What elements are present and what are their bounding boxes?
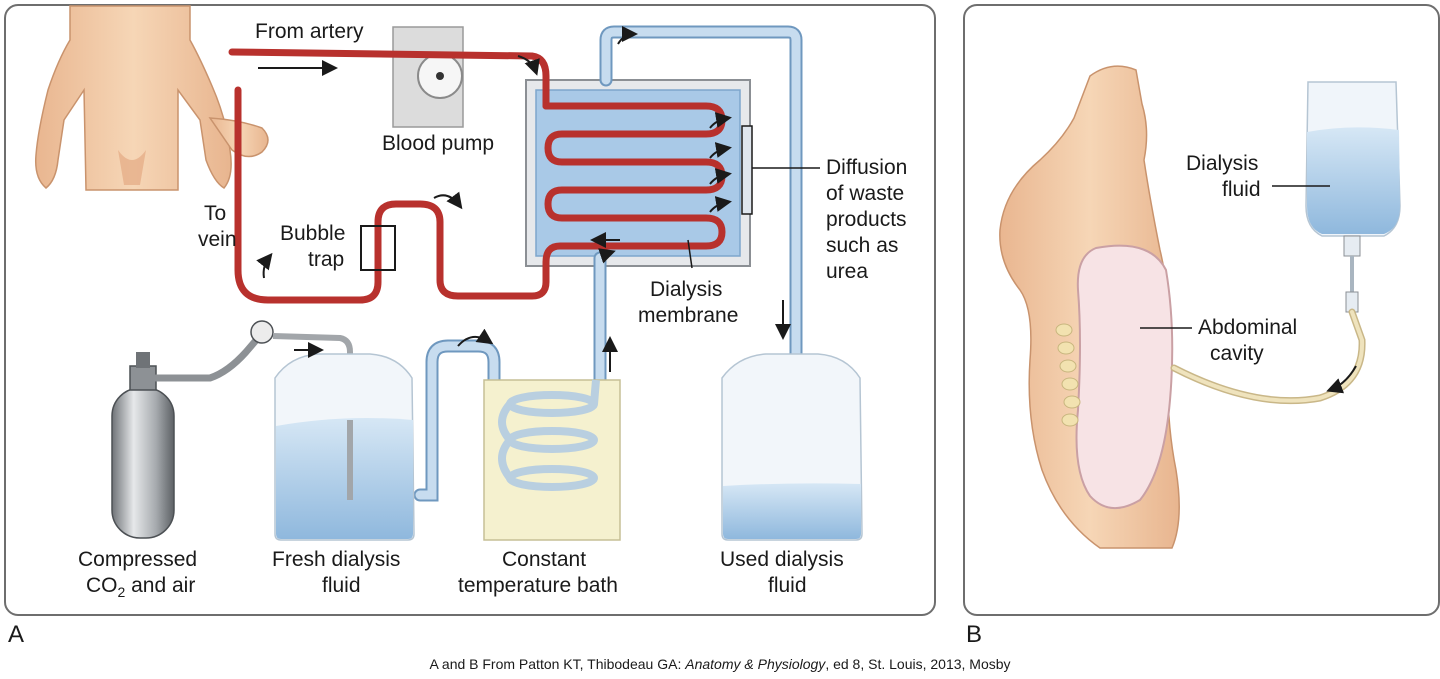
patient-figure (34, 5, 269, 191)
dialysis-membrane (687, 125, 820, 269)
used-fluid-jug (721, 353, 863, 541)
label-dialysis-fluid-1: Dialysis (1186, 152, 1258, 175)
blood-tubing (228, 48, 726, 304)
label-bubble-trap-1: Bubble (280, 222, 345, 245)
bubble-trap (360, 225, 396, 271)
label-abdominal-1: Abdominal (1198, 316, 1297, 339)
label-diffusion-3: products (826, 208, 907, 231)
torso-figure (999, 65, 1180, 549)
label-from-artery: From artery (255, 20, 364, 43)
label-to-vein-2: vein (198, 228, 237, 251)
label-compressed-1: Compressed (78, 548, 197, 571)
figure-credit: A and B From Patton KT, Thibodeau GA: An… (0, 656, 1440, 672)
label-dialysis-fluid-2: fluid (1222, 178, 1261, 201)
label-diffusion-4: such as (826, 234, 898, 257)
fresh-fluid-jug (274, 353, 415, 541)
temperature-bath (483, 379, 621, 541)
label-fresh-1: Fresh dialysis (272, 548, 400, 571)
gas-cylinder (111, 320, 353, 539)
label-membrane-2: membrane (638, 304, 738, 327)
credit-title: Anatomy & Physiology (685, 656, 826, 672)
label-blood-pump: Blood pump (382, 132, 494, 155)
credit-pre: A and B From Patton KT, Thibodeau GA: (429, 656, 686, 672)
label-bath-2: temperature bath (458, 574, 618, 597)
label-diffusion-2: of waste (826, 182, 904, 205)
blood-pump (392, 26, 464, 128)
panel-a-letter: A (8, 621, 24, 648)
dialyzer (525, 79, 751, 267)
dialysate-tubing (413, 25, 803, 502)
credit-post: , ed 8, St. Louis, 2013, Mosby (825, 656, 1011, 672)
dialysis-fluid-bag (1305, 81, 1401, 313)
label-used-2: fluid (768, 574, 807, 597)
label-bubble-trap-2: trap (308, 248, 344, 271)
flow-arrows (256, 26, 791, 372)
label-compressed-2: CO2 and air (86, 574, 195, 600)
label-diffusion-1: Diffusion (826, 156, 907, 179)
label-fresh-2: fluid (322, 574, 361, 597)
label-diffusion-5: urea (826, 260, 868, 283)
label-abdominal-2: cavity (1210, 342, 1264, 365)
label-membrane-1: Dialysis (650, 278, 722, 301)
flow-arrow-b (1326, 365, 1357, 394)
panel-b-letter: B (966, 621, 982, 648)
label-to-vein-1: To (204, 202, 226, 225)
label-bath-1: Constant (502, 548, 586, 571)
label-used-1: Used dialysis (720, 548, 844, 571)
